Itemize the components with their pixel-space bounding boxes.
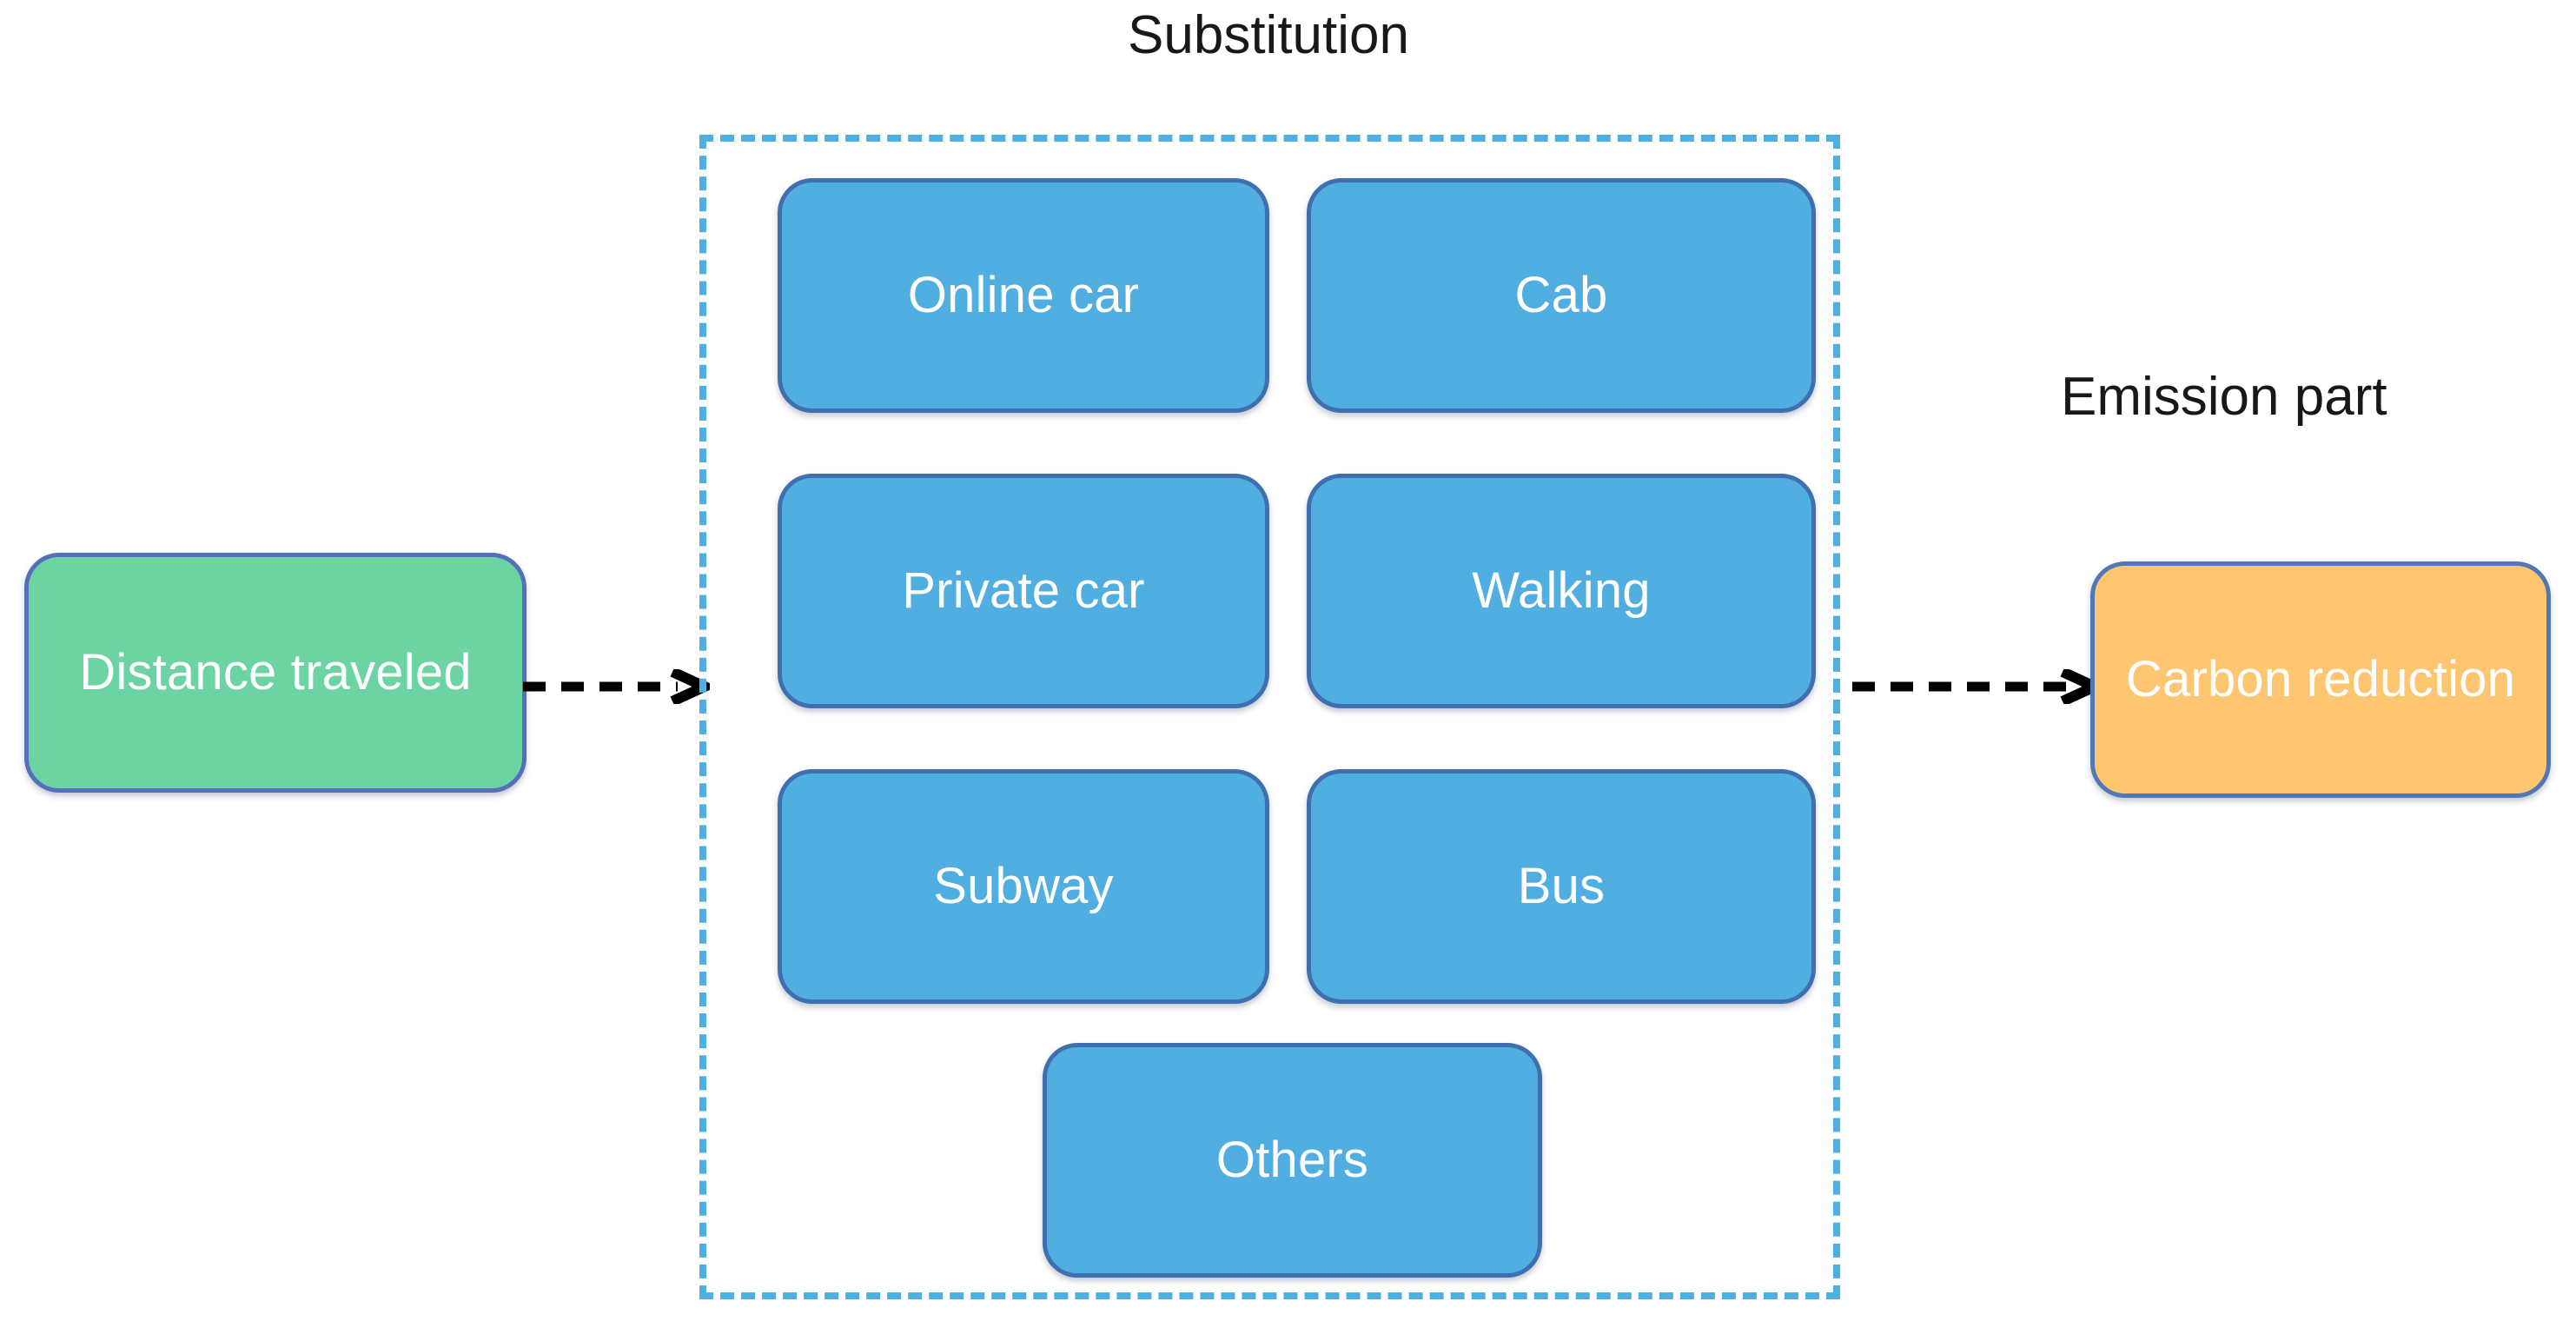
node-walking-label: Walking	[1472, 561, 1651, 619]
node-others[interactable]: Others	[1043, 1043, 1542, 1278]
node-private-car[interactable]: Private car	[778, 474, 1269, 708]
node-carbon-reduction-label: Carbon reduction	[2125, 650, 2516, 707]
node-others-label: Others	[1215, 1131, 1369, 1188]
emission-part-section-title: Emission part	[2061, 367, 2387, 427]
node-subway-label: Subway	[933, 857, 1114, 914]
node-bus-label: Bus	[1517, 857, 1606, 914]
node-walking[interactable]: Walking	[1307, 474, 1816, 708]
node-carbon-reduction[interactable]: Carbon reduction	[2090, 561, 2551, 798]
arrow-distance-to-substitution	[523, 667, 718, 707]
node-private-car-label: Private car	[902, 561, 1145, 619]
substitution-group-container	[699, 135, 1840, 1299]
node-cab[interactable]: Cab	[1307, 178, 1816, 413]
node-bus[interactable]: Bus	[1307, 769, 1816, 1004]
node-cab-label: Cab	[1514, 266, 1608, 323]
substitution-section-title: Substitution	[1128, 5, 1409, 65]
node-online-car-label: Online car	[907, 266, 1140, 323]
node-distance-traveled[interactable]: Distance traveled	[24, 553, 526, 793]
arrow-substitution-to-carbon	[1852, 667, 2108, 707]
node-distance-traveled-label: Distance traveled	[79, 643, 472, 701]
node-online-car[interactable]: Online car	[778, 178, 1269, 413]
node-subway[interactable]: Subway	[778, 769, 1269, 1004]
